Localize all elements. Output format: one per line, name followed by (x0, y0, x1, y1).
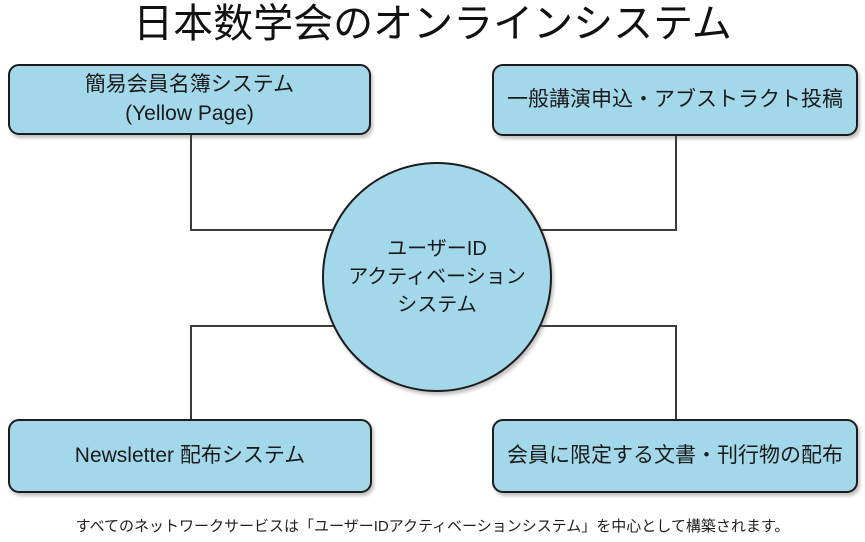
node-label-line: 一般講演申込・アブストラクト投稿 (507, 87, 843, 111)
node-newsletter-distribution: Newsletter 配布システム (8, 419, 372, 493)
node-label-line: 会員に限定する文書・刊行物の配布 (507, 443, 843, 467)
node-label-line: アクティベーション (348, 266, 526, 288)
connector-bottom-left-horizontal (190, 325, 340, 327)
node-label-line: (Yellow Page) (125, 101, 254, 125)
connector-bottom-right-vertical (675, 325, 677, 420)
connector-top-right-horizontal (535, 229, 677, 231)
connector-top-left-vertical (190, 134, 192, 230)
diagram-caption: すべてのネットワークサービスは「ユーザーIDアクティベーションシステム」を中心と… (75, 518, 790, 535)
connector-bottom-right-horizontal (535, 325, 677, 327)
node-label-line: システム (397, 294, 477, 316)
node-member-only-documents: 会員に限定する文書・刊行物の配布 (492, 419, 858, 493)
node-label-line: ユーザーID (387, 238, 487, 260)
node-label-line: Newsletter 配布システム (74, 443, 306, 467)
connector-top-left-horizontal (190, 229, 340, 231)
connector-top-right-vertical (675, 135, 677, 230)
connector-bottom-left-vertical (190, 325, 192, 420)
diagram-title: 日本数学会のオンラインシステム (133, 2, 732, 46)
node-lecture-abstract-submission: 一般講演申込・アブストラクト投稿 (492, 64, 858, 136)
node-yellow-page-system: 簡易会員名簿システム (Yellow Page) (8, 64, 371, 135)
node-label-line: 簡易会員名簿システム (84, 73, 295, 97)
node-user-id-activation-system: ユーザーID アクティベーション システム (322, 162, 552, 392)
